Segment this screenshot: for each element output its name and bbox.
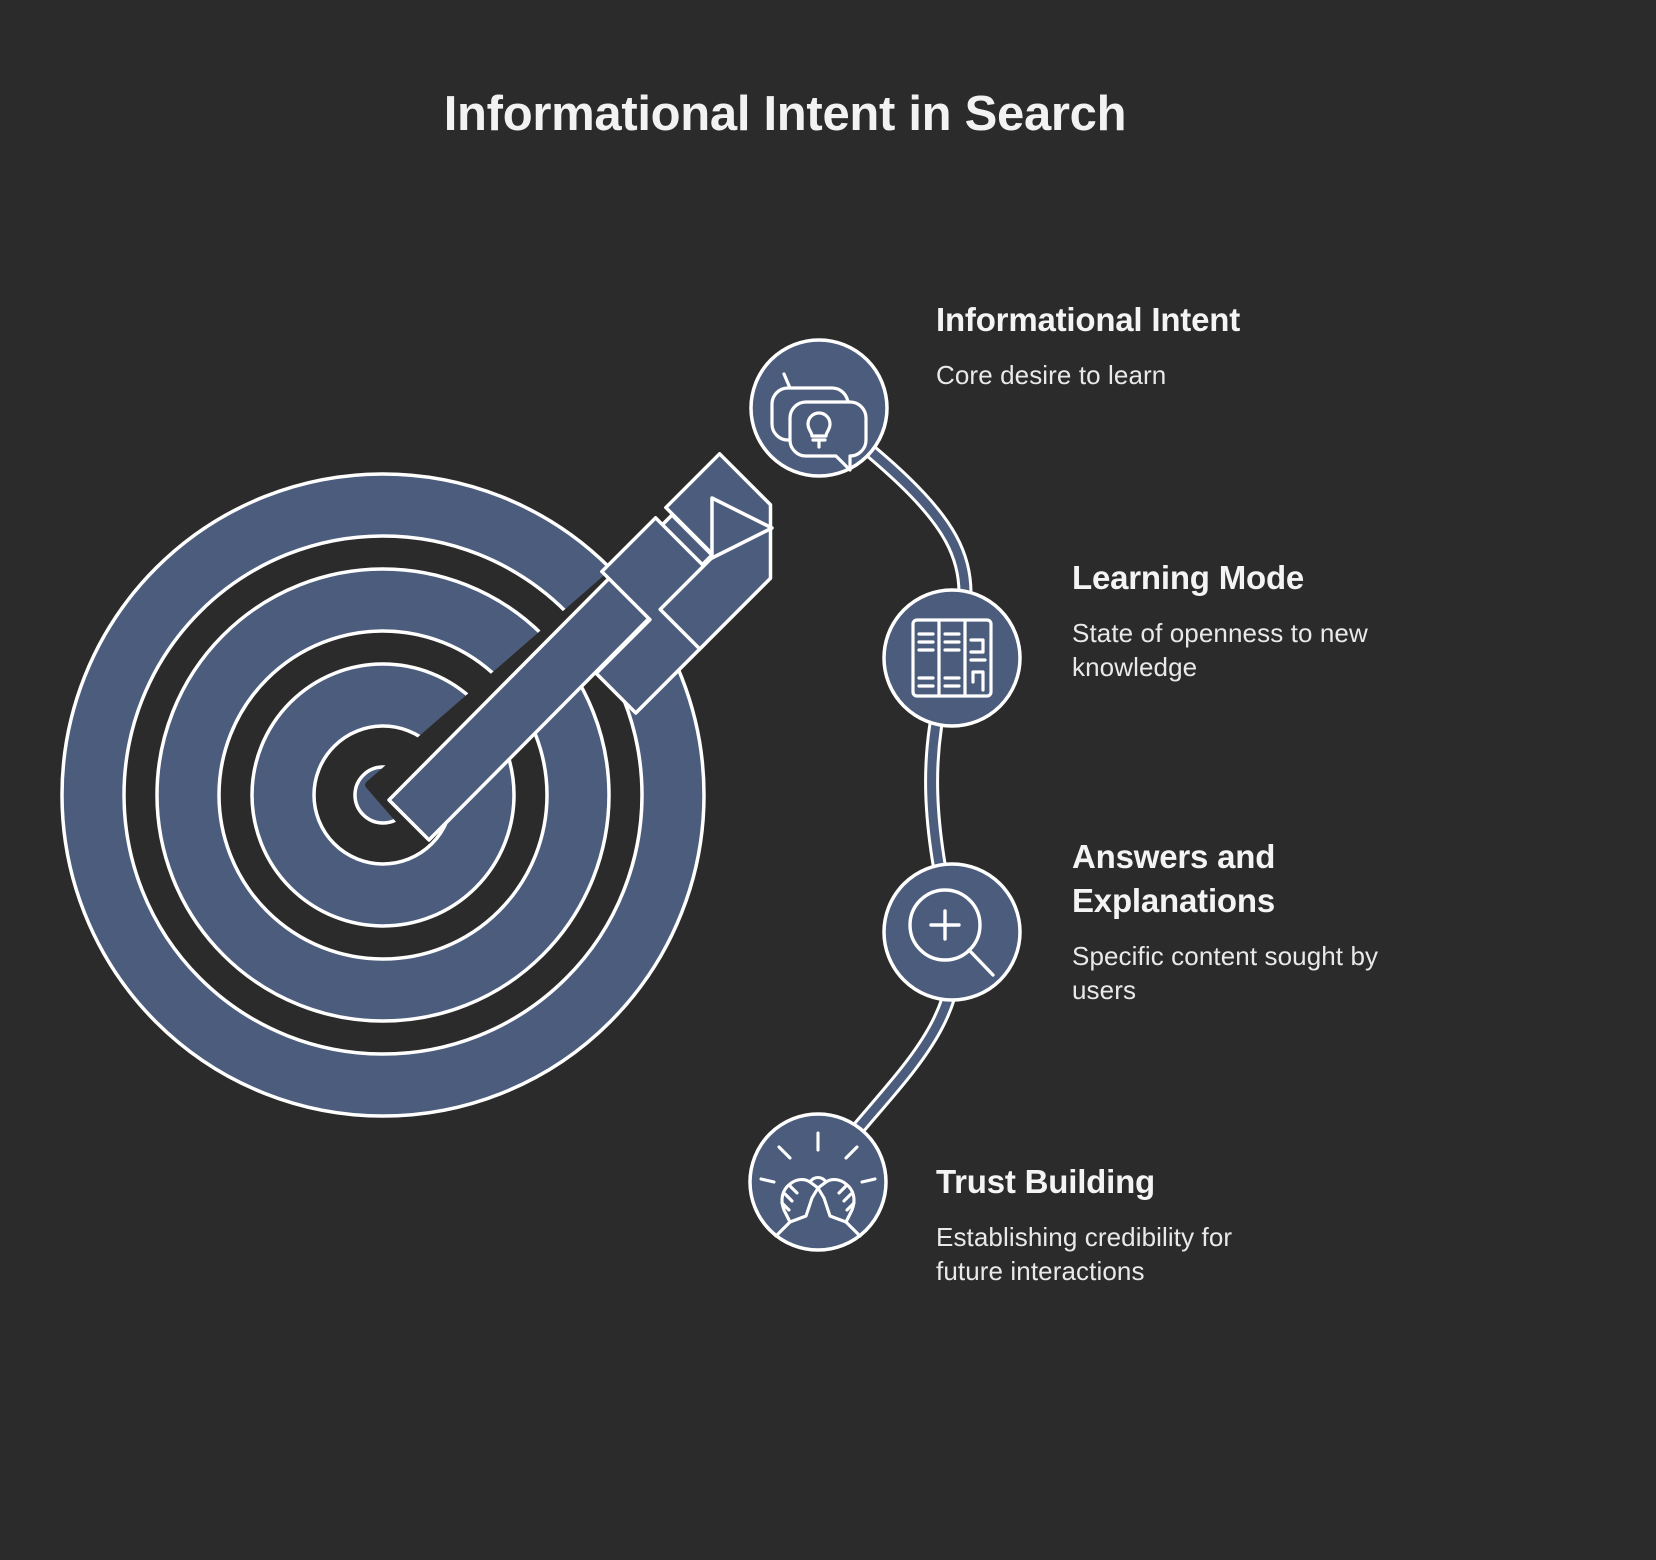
arrow-graphic [387, 452, 774, 842]
node-icon-trust-building [748, 1112, 888, 1252]
connector-curve [810, 402, 973, 1188]
target-graphic [60, 472, 706, 1118]
node-description: Establishing credibility for future inte… [936, 1221, 1233, 1287]
node-learning-mode: Learning Mode State of openness to new k… [1072, 556, 1472, 685]
node-description: Core desire to learn [936, 359, 1167, 390]
node-answers-and-explanations: Answers and Explanations Specific conten… [1072, 835, 1472, 1007]
node-icon-informational-intent [749, 338, 889, 478]
node-trust-building: Trust Building Establishing credibility … [936, 1160, 1356, 1289]
page-title: Informational Intent in Search [443, 87, 1127, 141]
node-icon-learning-mode [882, 588, 1022, 728]
node-title: Learning Mode [1072, 559, 1305, 596]
node-description: Specific content sought by users [1072, 940, 1379, 1006]
node-description: State of openness to new knowledge [1072, 617, 1368, 683]
node-icon-answers-and-explanations [882, 862, 1022, 1002]
node-title: Trust Building [936, 1163, 1156, 1200]
node-title: Answers and Explanations [1072, 838, 1276, 919]
node-title: Informational Intent [936, 301, 1240, 338]
node-informational-intent: Informational Intent Core desire to lear… [936, 298, 1406, 392]
